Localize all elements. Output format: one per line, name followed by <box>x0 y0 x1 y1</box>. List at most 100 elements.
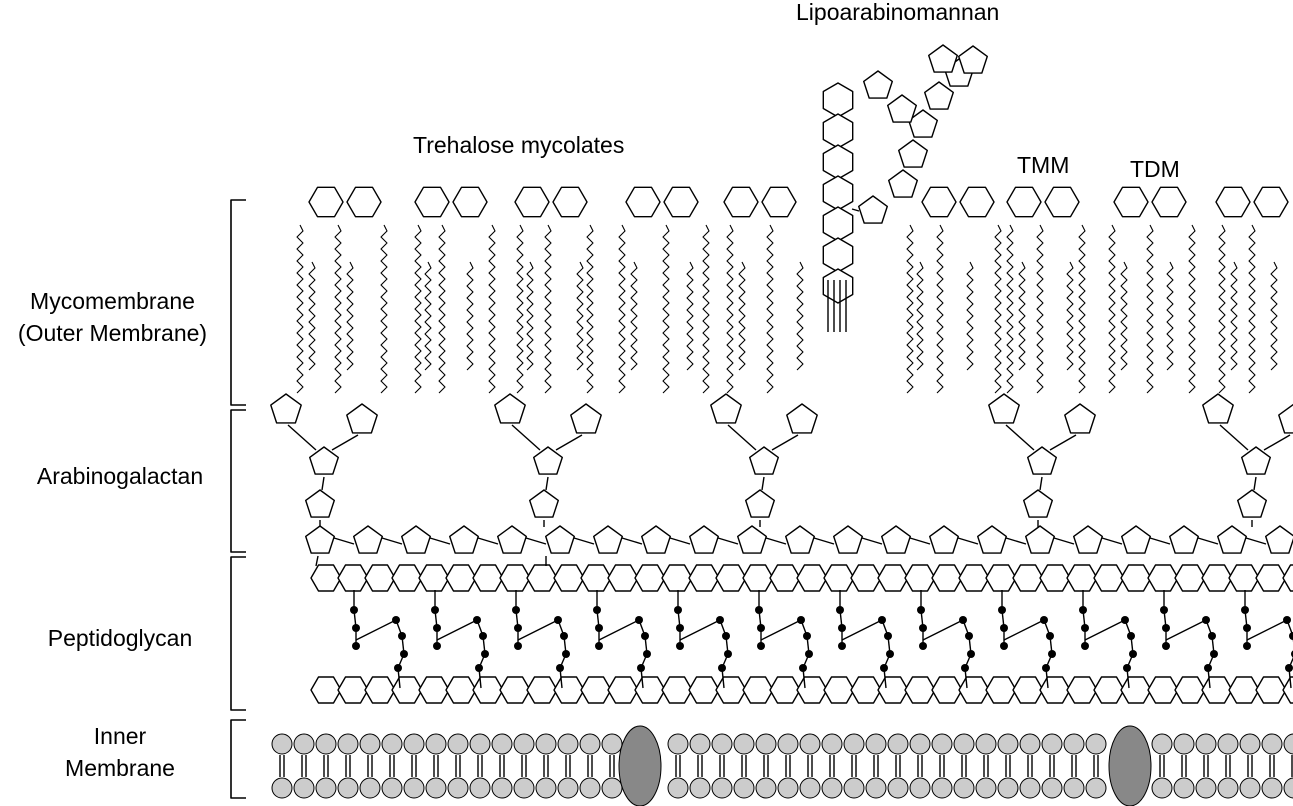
mannan-ring <box>822 144 854 180</box>
lipid-head-bottom <box>1217 777 1239 799</box>
trehalose-mycolate <box>1108 186 1196 394</box>
amino-acid <box>836 606 844 614</box>
glycan-ring <box>850 564 882 592</box>
lipid-head-top <box>1195 733 1217 755</box>
arabinose-bond <box>727 424 757 451</box>
mycolic-chain <box>334 224 342 394</box>
mycolic-chain <box>738 261 746 371</box>
amino-acid <box>514 624 522 632</box>
amino-acid <box>1208 632 1216 640</box>
arabinogalactan-label-text: Arabinogalactan <box>36 463 204 489</box>
lipid-head-bottom <box>447 777 469 799</box>
amino-acid <box>757 624 765 632</box>
peptide-crosslink <box>1079 590 1137 689</box>
arabinose-ring <box>494 393 526 424</box>
glycan-ring <box>1282 564 1293 592</box>
mycolic-chain <box>796 261 804 371</box>
mycolic-chain <box>466 261 474 371</box>
glycan-ring <box>445 676 477 704</box>
trehalose-ring <box>514 186 550 218</box>
lipid-head-bottom <box>337 777 359 799</box>
peptide-crosslink <box>836 590 894 689</box>
mycolic-chain <box>1188 224 1196 394</box>
lipoarabinomannan-label: Lipoarabinomannan <box>796 0 1000 25</box>
lipid-head-bottom <box>865 777 887 799</box>
lipid-head-bottom <box>887 777 909 799</box>
glycan-ring <box>877 676 909 704</box>
amino-acid <box>637 664 645 672</box>
arabinan-tree <box>710 393 818 527</box>
lipid-head-top <box>843 733 865 755</box>
galactan-ring <box>833 525 863 554</box>
inner-membrane-label-line2: Membrane <box>65 755 175 781</box>
mannan-ring <box>822 206 854 242</box>
arabinose-bond <box>1049 434 1077 451</box>
mycolic-chain <box>308 261 316 371</box>
trehalose-ring <box>723 186 759 218</box>
amino-acid <box>799 664 807 672</box>
glycan-ring <box>1255 564 1287 592</box>
mycolic-chain <box>1018 261 1026 371</box>
amino-acid <box>398 632 406 640</box>
amino-acid <box>481 650 489 658</box>
amino-acid <box>886 650 894 658</box>
mycolic-chain <box>630 261 638 371</box>
lipid-head-bottom <box>293 777 315 799</box>
galactan-ring <box>1216 525 1248 554</box>
arabinose-bond <box>545 476 549 491</box>
glycan-ring <box>472 676 504 704</box>
glycan-ring <box>877 564 909 592</box>
lipid-head-bottom <box>1283 777 1293 799</box>
stem-bond <box>1165 619 1207 641</box>
glycan-ring <box>1228 676 1260 704</box>
lipid-head-bottom <box>843 777 865 799</box>
lipid-head-top <box>1151 733 1173 755</box>
trehalose-mycolate <box>618 186 710 394</box>
lipid-head-top <box>689 733 711 755</box>
arabinose-bond <box>511 424 541 451</box>
lipid-head-top <box>579 733 601 755</box>
membrane-protein <box>618 725 662 806</box>
stem-bond <box>598 619 640 641</box>
galactan-bond <box>717 537 739 545</box>
amino-acid <box>635 616 643 624</box>
lipid-head-bottom <box>579 777 601 799</box>
amino-acid <box>433 642 441 650</box>
glycan-ring <box>1174 676 1206 704</box>
arabinose-ring <box>710 393 742 424</box>
glycan-ring <box>1012 676 1044 704</box>
glycan-ring <box>823 676 855 704</box>
lipid-head-top <box>293 733 315 755</box>
stem-bond <box>436 619 478 641</box>
glycan-ring <box>499 564 531 592</box>
glycan-ring <box>661 676 693 704</box>
trehalose-mycolate <box>296 186 388 394</box>
mycolic-chain <box>1270 261 1278 371</box>
glycan-ring <box>418 676 450 704</box>
arabinose-ring <box>270 393 302 424</box>
arabinose-bond <box>555 434 583 451</box>
galactan-ring <box>1072 525 1104 554</box>
lipid-head-bottom <box>1063 777 1085 799</box>
amino-acid <box>1048 650 1056 658</box>
galactan-bond <box>669 537 691 545</box>
stem-bond <box>1003 619 1045 641</box>
lipid-head-bottom <box>1173 777 1195 799</box>
glycan-ring <box>1147 676 1179 704</box>
lipid-head-bottom <box>425 777 447 799</box>
mycolic-chain <box>916 261 924 371</box>
lipid-head-top <box>755 733 777 755</box>
lipid-head-bottom <box>1041 777 1063 799</box>
amino-acid <box>797 616 805 624</box>
amino-acid <box>1081 642 1089 650</box>
amino-acid <box>676 642 684 650</box>
trehalose-ring <box>1151 186 1187 218</box>
trehalose-mycolates-label: Trehalose mycolates <box>413 132 625 158</box>
mycolic-chain <box>414 224 422 394</box>
arabinose-bond <box>287 424 317 451</box>
peptidoglycan-bracket <box>230 556 246 711</box>
glycan-ring <box>850 676 882 704</box>
stem-bond <box>1246 619 1288 641</box>
glycan-ring <box>796 564 828 592</box>
amino-acid <box>961 664 969 672</box>
